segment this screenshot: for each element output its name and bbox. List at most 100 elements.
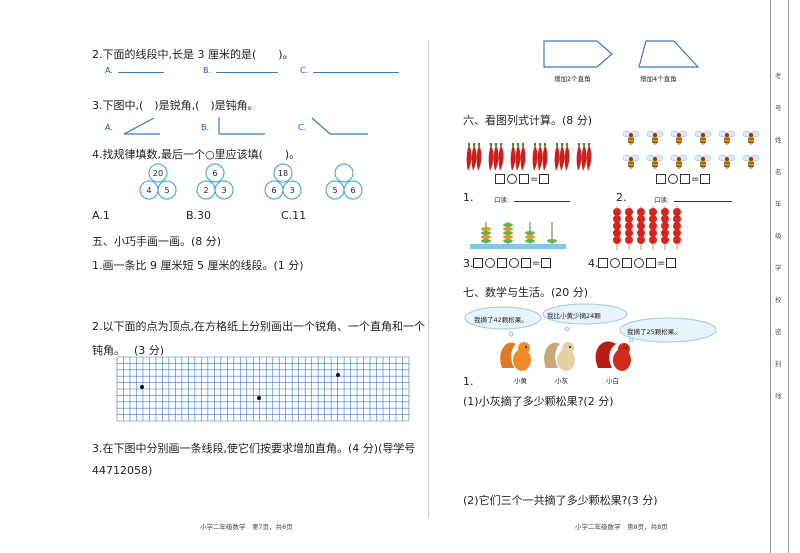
section-7-heading: 七、数学与生活。(20 分): [463, 286, 589, 299]
q2-option-b: B.: [203, 66, 212, 75]
bee-icon: [622, 130, 640, 145]
abacus-bead: [503, 227, 513, 231]
abacus-bead: [503, 223, 513, 227]
haw-berry: [637, 229, 645, 237]
binding-label-char: 号: [775, 104, 782, 112]
chili-icon: [586, 145, 592, 171]
binding-label-char: 线: [775, 392, 782, 400]
chili-icon: [564, 145, 570, 171]
equation-row-1: =: [494, 172, 550, 185]
item-7-1-label: 1.: [463, 375, 474, 388]
circle-number-left: 4: [146, 186, 151, 195]
bees-picture: [622, 130, 760, 169]
chili-icon: [466, 145, 472, 171]
equation-row-2: =: [655, 172, 711, 185]
q2-text: 2.下面的线段中,长是 3 厘米的是( )。: [92, 48, 294, 61]
haw-berry: [637, 236, 645, 244]
q3-angle-b: [218, 117, 265, 135]
haw-berry: [673, 236, 681, 244]
section-6-heading: 六、看图列式计算。(8 分): [463, 114, 593, 127]
haw-berry: [649, 215, 657, 223]
name-xiaohuang: 小黄: [514, 377, 527, 385]
binding-label-char: 年: [775, 200, 782, 208]
square-grid-paper[interactable]: [116, 356, 410, 422]
read-answer-line-2[interactable]: [674, 201, 732, 202]
binding-label-char: 姓: [775, 136, 782, 144]
column-divider: [428, 40, 429, 518]
q2-segment-c: [313, 72, 399, 73]
binding-label-char: 名: [775, 168, 782, 176]
abacus-bead: [547, 239, 557, 243]
haw-berry: [661, 236, 669, 244]
abacus-bead: [525, 231, 535, 235]
read-label-1: 口读:: [494, 196, 510, 204]
haw-berry: [673, 208, 681, 216]
item-3-label: 3.: [463, 257, 474, 270]
binding-label-char: 学: [775, 264, 782, 272]
q7-2-text: (2)它们三个一共摘了多少颗松果?(3 分): [463, 494, 658, 507]
circle-number-right: 3: [289, 186, 294, 195]
haw-berry: [661, 208, 669, 216]
haw-berry: [613, 236, 621, 244]
chili-icon: [532, 145, 538, 171]
grid-vertex-point-1: [140, 385, 144, 389]
haw-berry: [613, 208, 621, 216]
haw-berry: [661, 222, 669, 230]
squirrel-xiaohuang: [500, 342, 531, 371]
haw-berry: [625, 229, 633, 237]
read-label-2: 口读:: [654, 196, 670, 204]
circle-number-right: 3: [221, 186, 226, 195]
bee-icon: [742, 130, 760, 145]
haw-berry: [649, 229, 657, 237]
bee-icon: [694, 154, 712, 169]
haw-berry: [625, 222, 633, 230]
bee-icon: [718, 154, 736, 169]
chili-peppers-picture: [466, 143, 592, 171]
q3-option-b: B.: [201, 123, 210, 132]
candied-fruit-skewers-picture: [613, 206, 681, 250]
q3-angle-a: [123, 117, 160, 135]
haw-berry: [661, 229, 669, 237]
abacus-bead: [503, 235, 513, 239]
item-4-label: 4.: [588, 257, 599, 270]
haw-berry: [625, 236, 633, 244]
chili-icon: [554, 145, 560, 171]
bee-icon: [670, 130, 688, 145]
circle-number-top: 6: [212, 169, 217, 178]
bee-icon: [694, 130, 712, 145]
abacus-bead: [525, 235, 535, 239]
bee-icon: [622, 154, 640, 169]
q5-2-text-line1: 2.以下面的点为顶点,在方格纸上分别画出一个锐角、一个直角和一个: [92, 320, 425, 333]
q5-1-text: 1.画一条比 9 厘米短 5 厘米的线段。(1 分): [92, 259, 304, 272]
item-1-label: 1.: [463, 191, 474, 204]
item-2-label: 2.: [616, 191, 627, 204]
haw-berry: [649, 222, 657, 230]
chili-icon: [515, 145, 521, 171]
q3-option-c: C.: [298, 123, 307, 132]
q3-angle-c: [311, 117, 368, 135]
read-answer-line-1[interactable]: [514, 201, 570, 202]
binding-label-char: 考: [775, 72, 782, 80]
bee-icon: [742, 154, 760, 169]
shape1-label: 增加2个直角: [554, 75, 591, 83]
abacus-bead: [481, 227, 491, 231]
haw-berry: [673, 215, 681, 223]
q2-segment-b: [216, 72, 278, 73]
bubble-xiaohuang: 我摘了42颗松果。: [474, 316, 528, 324]
q5-3-text-line2: 44712058): [92, 464, 153, 477]
circle-number-top: 18: [278, 169, 288, 178]
q5-2-text-line2: 钝角。 (3 分): [92, 344, 165, 357]
squirrel-xiaobai: [595, 341, 631, 371]
haw-berry: [637, 215, 645, 223]
haw-berry: [637, 208, 645, 216]
chili-icon: [471, 145, 477, 171]
bee-icon: [646, 154, 664, 169]
q5-3-text-line1: 3.在下图中分别画一条线段,使它们按要求增加直角。(4 分)(导学号: [92, 442, 416, 455]
haw-berry: [625, 215, 633, 223]
abacus-base: [470, 244, 566, 249]
haw-berry: [613, 229, 621, 237]
bee-icon: [670, 154, 688, 169]
